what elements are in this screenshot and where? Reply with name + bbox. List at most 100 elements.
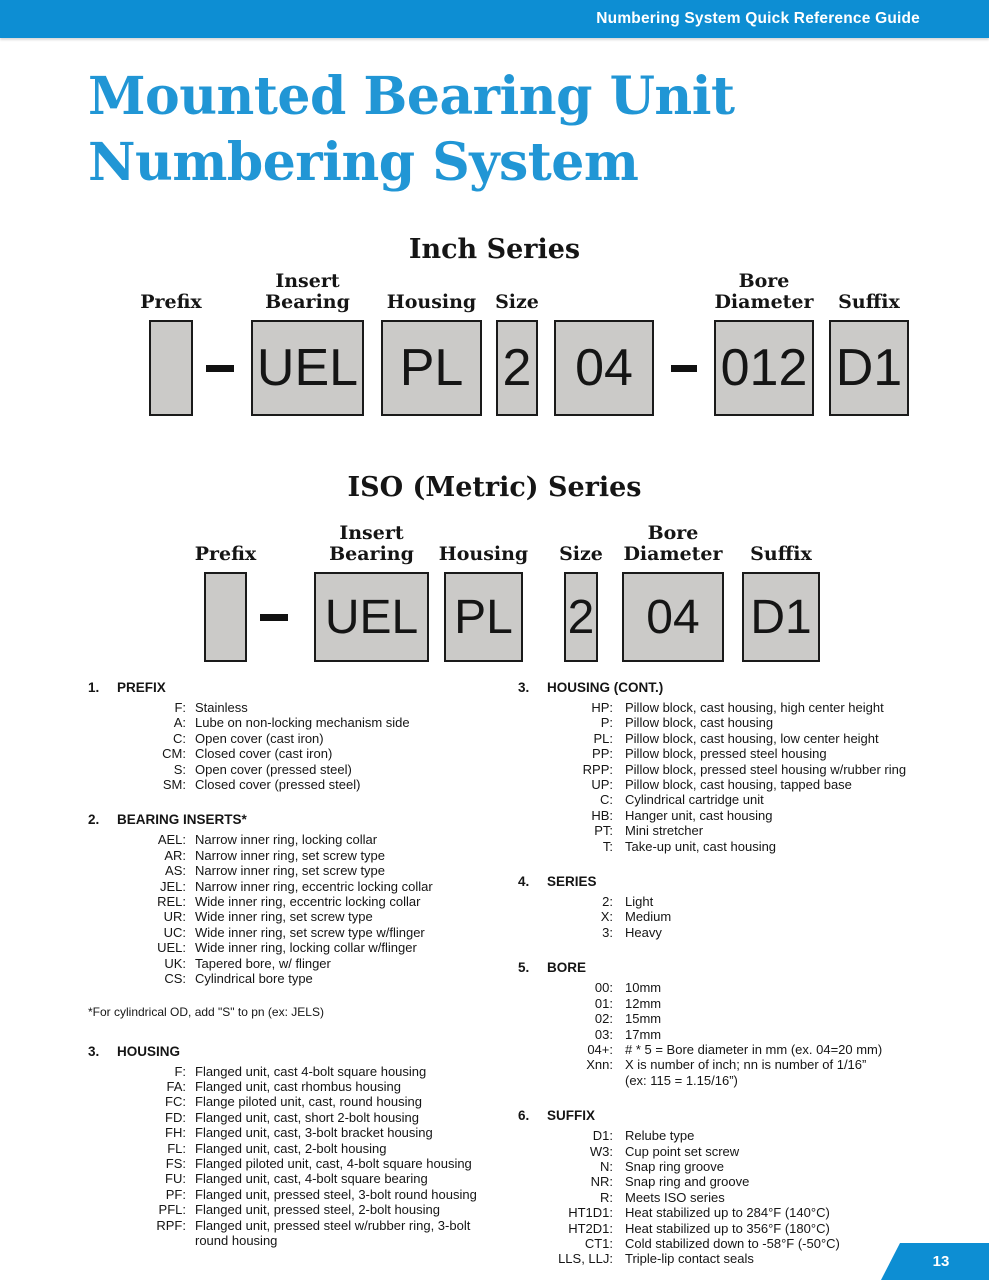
section-prefix: 1. PREFIX F: Stainless A: Lube on non-lo… bbox=[88, 680, 518, 792]
code-row: FH: Flanged unit, cast, 3-bolt bracket h… bbox=[88, 1125, 518, 1140]
description: Narrow inner ring, set screw type bbox=[195, 863, 386, 879]
code-row: C: Open cover (cast iron) bbox=[88, 731, 518, 746]
code: LLS, LLJ: bbox=[558, 1251, 613, 1267]
field-value: 04 bbox=[646, 590, 700, 644]
code: PFL: bbox=[158, 1202, 186, 1218]
code-row: NR: Snap ring and groove bbox=[518, 1174, 989, 1189]
description: Flanged unit, cast, 3-bolt bracket housi… bbox=[195, 1125, 433, 1141]
diagram-field: Suffix D1 bbox=[829, 272, 909, 416]
code: C: bbox=[600, 792, 613, 808]
description: Hanger unit, cast housing bbox=[625, 807, 773, 823]
code: P: bbox=[600, 715, 613, 731]
section-heading: 3. HOUSING (CONT.) bbox=[518, 680, 989, 696]
section-number: 1. bbox=[88, 680, 100, 695]
description: 12mm bbox=[625, 995, 662, 1011]
page-title-line2: Numbering System bbox=[88, 132, 639, 193]
code-row: RPP: Pillow block, pressed steel housing… bbox=[518, 762, 989, 777]
section-suffix: 6. SUFFIX D1: Relube type W3: Cup point … bbox=[518, 1108, 989, 1267]
code: UP: bbox=[591, 777, 613, 793]
description: Closed cover (pressed steel) bbox=[195, 777, 361, 793]
iso-series-diagram: Prefix Insert Bearing UEL Housing PL bbox=[0, 522, 989, 662]
description: Pillow block, cast housing bbox=[625, 715, 774, 731]
description: Flanged unit, pressed steel w/rubber rin… bbox=[195, 1217, 471, 1248]
code-row: N: Snap ring groove bbox=[518, 1159, 989, 1174]
field-label: Bore Diameter bbox=[623, 522, 723, 565]
code-row: UC: Wide inner ring, set screw type w/fl… bbox=[88, 925, 518, 940]
code: AEL: bbox=[157, 832, 186, 848]
description: Pillow block, pressed steel housing w/ru… bbox=[625, 761, 907, 777]
code: PF: bbox=[165, 1186, 186, 1202]
code: RPP: bbox=[582, 761, 613, 777]
field-value: UEL bbox=[324, 590, 419, 644]
code-row: F: Stainless bbox=[88, 700, 518, 715]
code-row: 01: 12mm bbox=[518, 996, 989, 1011]
code: FA: bbox=[166, 1078, 186, 1094]
code: F: bbox=[174, 1063, 186, 1079]
code-row: AS: Narrow inner ring, set screw type bbox=[88, 863, 518, 878]
left-column: 1. PREFIX F: Stainless A: Lube on non-lo… bbox=[88, 680, 518, 1287]
diagram-field: Prefix bbox=[140, 272, 202, 416]
field-value: 2 bbox=[567, 590, 595, 644]
description: Meets ISO series bbox=[625, 1189, 725, 1205]
section-heading: 6. SUFFIX bbox=[518, 1108, 989, 1124]
section-series: 4. SERIES 2: Light X: Medium bbox=[518, 874, 989, 940]
description: Wide inner ring, set screw type bbox=[195, 909, 373, 925]
description: Cold stabilized down to -58°F (-50°C) bbox=[625, 1235, 840, 1251]
code: FL: bbox=[167, 1140, 186, 1156]
code-row: PFL: Flanged unit, pressed steel, 2-bolt… bbox=[88, 1202, 518, 1217]
code: FC: bbox=[165, 1094, 186, 1110]
description: Tapered bore, w/ flinger bbox=[195, 955, 331, 971]
code-row: A: Lube on non-locking mechanism side bbox=[88, 715, 518, 730]
diagram-field: Housing PL bbox=[381, 272, 482, 416]
section-number: 4. bbox=[518, 874, 530, 890]
field-box: UEL bbox=[314, 572, 429, 662]
code-row: F: Flanged unit, cast 4-bolt square hous… bbox=[88, 1064, 518, 1079]
field-label: Suffix bbox=[750, 543, 812, 565]
diagram-field: Insert Bearing UEL bbox=[251, 271, 364, 416]
code: W3: bbox=[589, 1143, 613, 1159]
code-row: CS: Cylindrical bore type bbox=[88, 971, 518, 986]
section-number: 5. bbox=[518, 960, 530, 976]
diagram-field: Suffix D1 bbox=[742, 524, 820, 662]
code: 2: bbox=[602, 894, 613, 910]
code-row: HB: Hanger unit, cast housing bbox=[518, 808, 989, 823]
description: Cylindrical bore type bbox=[195, 971, 313, 987]
code-row: FD: Flanged unit, cast, short 2-bolt hou… bbox=[88, 1110, 518, 1125]
section-rows: F: Flanged unit, cast 4-bolt square hous… bbox=[88, 1064, 518, 1249]
field-label: Housing bbox=[438, 543, 529, 565]
section-title: SERIES bbox=[547, 874, 597, 890]
code-row: AEL: Narrow inner ring, locking collar bbox=[88, 832, 518, 847]
code-row: HP: Pillow block, cast housing, high cen… bbox=[518, 700, 989, 715]
code: UC: bbox=[163, 924, 186, 940]
code: F: bbox=[174, 700, 186, 715]
section-heading: 5. BORE bbox=[518, 960, 989, 976]
inch-series-heading: Inch Series bbox=[408, 234, 581, 265]
field-box: 04 bbox=[554, 320, 654, 416]
description: 15mm bbox=[625, 1011, 662, 1027]
code: HB: bbox=[591, 807, 613, 823]
code: 04+: bbox=[587, 1041, 613, 1057]
code-row: FA: Flanged unit, cast rhombus housing bbox=[88, 1079, 518, 1094]
code: AR: bbox=[164, 847, 186, 863]
description: Cylindrical cartridge unit bbox=[625, 792, 764, 808]
code-row: 03: 17mm bbox=[518, 1027, 989, 1042]
description: Mini stretcher bbox=[625, 823, 704, 839]
section-rows: AEL: Narrow inner ring, locking collar A… bbox=[88, 832, 518, 986]
field-label: Size bbox=[559, 543, 603, 565]
section-housing-cont: 3. HOUSING (CONT.) HP: Pillow block, cas… bbox=[518, 680, 989, 854]
code: FS: bbox=[165, 1155, 186, 1171]
section-number: 3. bbox=[88, 1043, 100, 1059]
description: Flanged piloted unit, cast, 4-bolt squar… bbox=[195, 1155, 472, 1171]
field-label: Prefix bbox=[194, 543, 257, 565]
banner-title: Numbering System Quick Reference Guide bbox=[596, 10, 920, 27]
description: Heavy bbox=[625, 924, 662, 940]
code: FD: bbox=[165, 1109, 186, 1125]
description: Flanged unit, cast, 4-bolt square bearin… bbox=[195, 1171, 428, 1187]
code: 00: bbox=[594, 980, 613, 996]
section-number: 2. bbox=[88, 812, 100, 828]
code-row: 2: Light bbox=[518, 894, 989, 909]
description: Open cover (cast iron) bbox=[195, 730, 324, 746]
code-row: JEL: Narrow inner ring, eccentric lockin… bbox=[88, 879, 518, 894]
